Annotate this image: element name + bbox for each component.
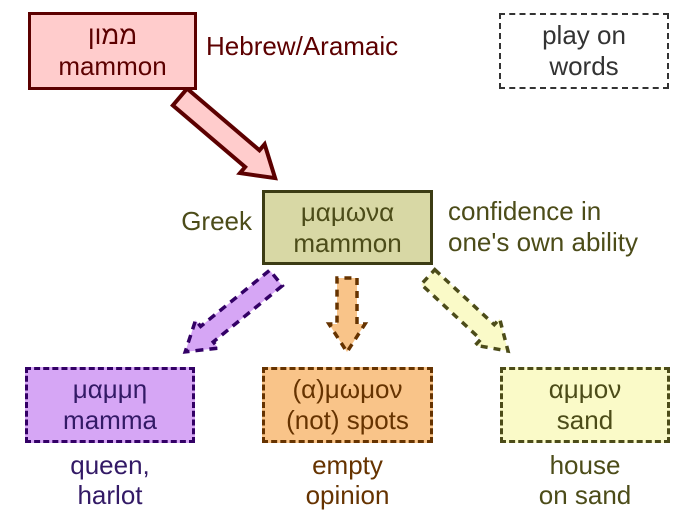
node-greek-mamma: μαμμη mamma (25, 367, 195, 443)
hebrew-translit: mammon (58, 51, 167, 81)
mamma-translit: mamma (63, 405, 157, 435)
arrow-hebrew-to-greek-icon (170, 85, 278, 181)
node-greek-momon: (α)μωμον (not) spots (262, 367, 433, 443)
note-mamma: queen, harlot (25, 450, 195, 510)
greek-translit: mammon (293, 227, 402, 258)
arrow-greek-to-sand-icon (418, 267, 511, 354)
play-on-words-line1: play on (542, 20, 626, 50)
arrow-greek-to-mamma-icon (182, 267, 285, 354)
note-spots: empty opinion (262, 450, 433, 510)
play-on-words-line2: words (549, 51, 619, 81)
node-hebrew-mammon: ממון mammon (28, 12, 197, 90)
note-mamma-line2: harlot (77, 480, 143, 510)
note-confidence-line2: one's own ability (448, 227, 638, 257)
node-greek-ammon: αμμον sand (500, 367, 670, 443)
mamma-word: μαμμη (72, 374, 148, 404)
greek-word: μαμωνα (300, 196, 395, 227)
note-sand: house on sand (500, 450, 670, 510)
note-confidence: confidence in one's own ability (448, 196, 638, 258)
node-greek-mammon: μαμωνα mammon (262, 190, 433, 265)
arrow-greek-to-spots-icon (325, 276, 369, 356)
label-greek: Greek (181, 206, 252, 236)
sand-word: αμμον (548, 374, 622, 404)
hebrew-word: ממון (87, 20, 138, 50)
note-spots-line2: opinion (305, 480, 390, 510)
note-spots-line1: empty (312, 450, 383, 480)
label-hebrew-aramaic: Hebrew/Aramaic (206, 31, 399, 61)
spots-translit: (not) spots (286, 405, 409, 435)
note-sand-line2: on sand (538, 480, 632, 510)
note-sand-line1: house (549, 450, 621, 480)
note-confidence-line1: confidence in (448, 196, 602, 226)
node-play-on-words: play on words (499, 13, 669, 89)
sand-translit: sand (556, 405, 614, 435)
note-mamma-line1: queen, (70, 450, 150, 480)
spots-word: (α)μωμον (292, 374, 403, 404)
